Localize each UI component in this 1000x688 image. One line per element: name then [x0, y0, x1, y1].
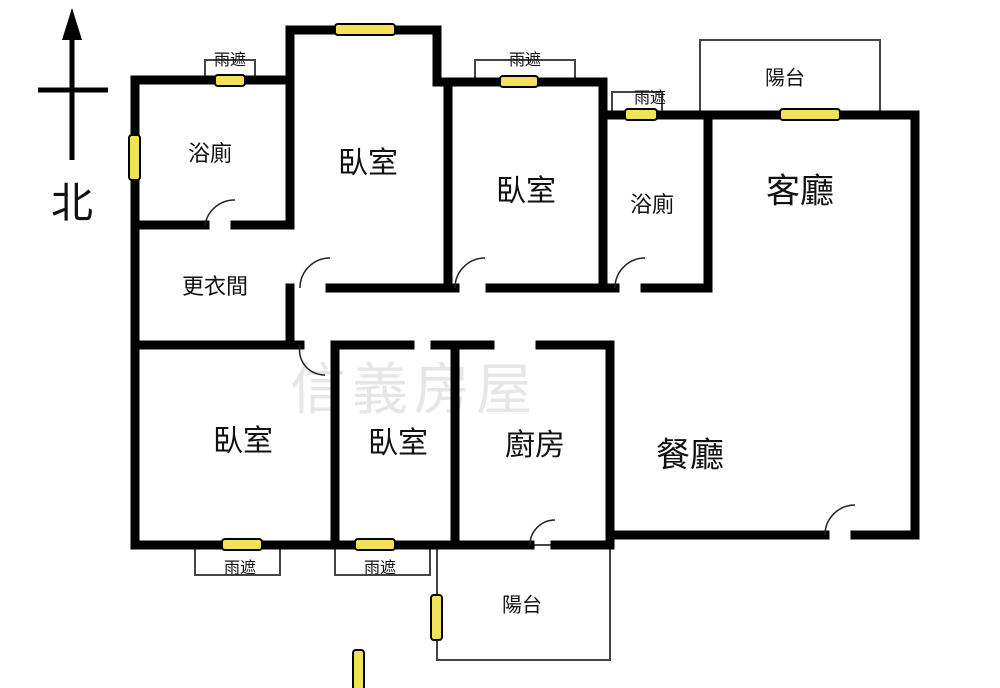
north-label: 北 [50, 178, 94, 228]
room-label-bath-ne: 浴廁 [629, 193, 675, 218]
room-label-kitchen: 廚房 [505, 428, 565, 463]
awning-label: 雨遮 [633, 88, 667, 107]
walls [130, 25, 920, 550]
awning-label: 雨遮 [508, 50, 542, 69]
room-label-closet: 更衣間 [181, 275, 249, 300]
windows [128, 23, 841, 688]
balcony-outlines [194, 39, 881, 661]
room-label-bedroom-n1: 臥室 [338, 146, 398, 181]
room-label-balcony-s: 陽台 [502, 592, 542, 617]
room-label-dining: 餐廳 [656, 435, 724, 476]
awning-label: 雨遮 [213, 50, 247, 69]
north-arrow-icon [38, 8, 108, 160]
room-label-bedroom-n2: 臥室 [496, 174, 556, 209]
watermark: 信義房屋 [290, 358, 538, 423]
awning-label: 雨遮 [223, 558, 257, 577]
awning-label: 雨遮 [363, 558, 397, 577]
room-label-living: 客廳 [766, 171, 834, 212]
room-label-balcony-n: 陽台 [765, 65, 805, 90]
room-label-bedroom-s: 臥室 [368, 426, 428, 461]
room-label-bedroom-sw: 臥室 [213, 424, 273, 459]
door-swings [204, 199, 856, 546]
room-label-bath-nw: 浴廁 [187, 142, 233, 167]
